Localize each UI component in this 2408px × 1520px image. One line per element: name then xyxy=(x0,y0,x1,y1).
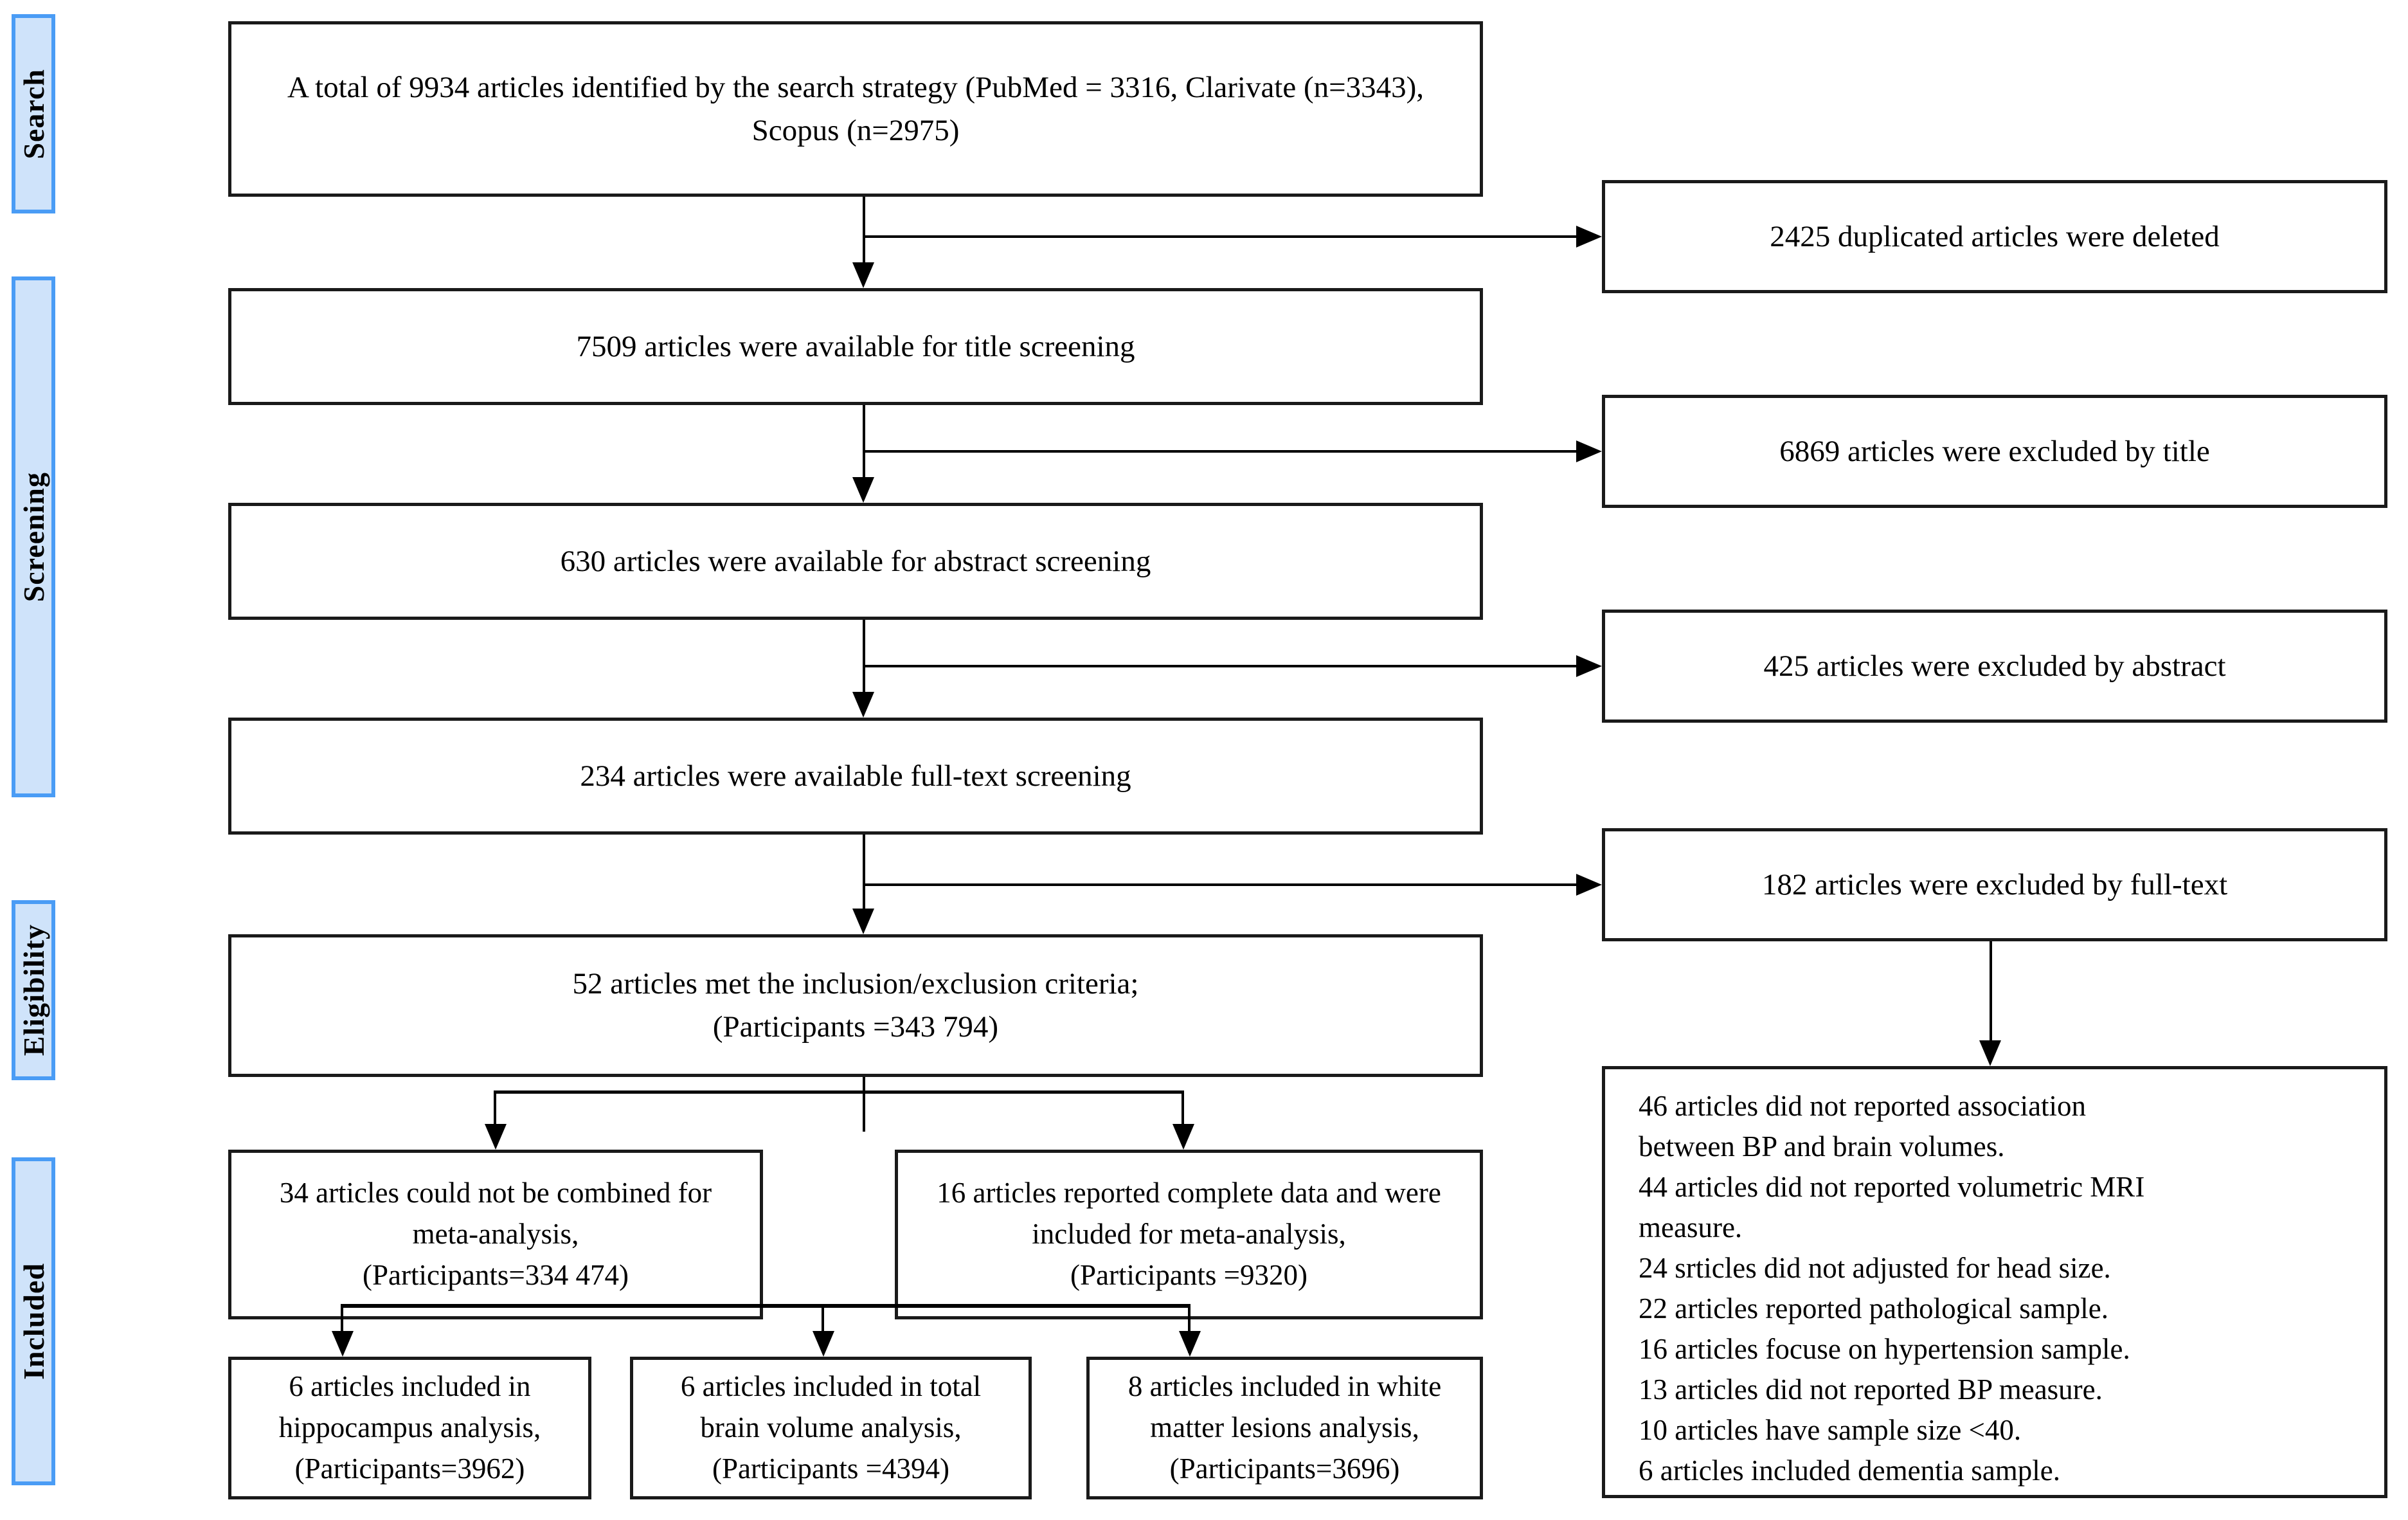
connector-fulltext-to-excluded xyxy=(863,883,1577,886)
node-not-combined-meta: 34 articles could not be combined for me… xyxy=(228,1150,763,1319)
connector-analysis-left-down xyxy=(341,1304,343,1331)
arrow-to-excluded-title-box xyxy=(1576,440,1602,462)
node-title-screening-text: 7509 articles were available for title s… xyxy=(576,329,1135,363)
node-duplicates-deleted-text: 2425 duplicated articles were deleted xyxy=(1770,219,2220,253)
phase-label-screening-text: Screening xyxy=(17,471,50,602)
connector-fulltext-down xyxy=(863,835,865,909)
connector-identified-down xyxy=(863,197,865,262)
node-excluded-by-title-text: 6869 articles were excluded by title xyxy=(1779,434,2210,468)
node-articles-identified: A total of 9934 articles identified by t… xyxy=(228,21,1483,197)
arrow-to-white-matter-lesions-analysis xyxy=(1179,1331,1201,1357)
phase-label-included: Included xyxy=(12,1157,55,1485)
phase-label-search-text: Search xyxy=(17,68,50,159)
node-fulltext-exclusion-reasons-text: 46 articles did not reported association… xyxy=(1639,1090,2145,1487)
arrow-to-duplicates-box xyxy=(1576,226,1602,248)
connector-analysis-mid-down xyxy=(822,1304,824,1331)
node-excluded-by-fulltext-text: 182 articles were excluded by full-text xyxy=(1761,867,2228,901)
connector-split-left-down xyxy=(494,1090,496,1124)
node-excluded-by-fulltext: 182 articles were excluded by full-text xyxy=(1602,828,2387,941)
phase-label-eligibility-text: Eligibility xyxy=(17,924,50,1056)
node-excluded-by-title: 6869 articles were excluded by title xyxy=(1602,395,2387,508)
arrow-identified-to-title xyxy=(852,262,874,288)
connector-criteria-down xyxy=(863,1077,865,1132)
connector-split-right-down xyxy=(1182,1090,1184,1124)
node-met-criteria: 52 articles met the inclusion/exclusion … xyxy=(228,934,1483,1077)
arrow-abstract-to-fulltext xyxy=(852,692,874,718)
arrow-title-to-abstract xyxy=(852,477,874,503)
arrow-to-total-brain-volume-analysis xyxy=(813,1331,834,1357)
node-articles-identified-text: A total of 9934 articles identified by t… xyxy=(287,70,1424,147)
node-included-meta-text: 16 articles reported complete data and w… xyxy=(937,1177,1441,1291)
arrow-to-excluded-abstract-box xyxy=(1576,655,1602,677)
node-fulltext-screening: 234 articles were available full-text sc… xyxy=(228,718,1483,835)
connector-abstract-down xyxy=(863,620,865,692)
arrow-to-excluded-fulltext-box xyxy=(1576,874,1602,896)
arrow-fulltext-to-criteria xyxy=(852,909,874,934)
phase-label-eligibility: Eligibility xyxy=(12,900,55,1080)
node-total-brain-volume-analysis-text: 6 articles included in total brain volum… xyxy=(680,1370,982,1485)
node-included-meta: 16 articles reported complete data and w… xyxy=(895,1150,1483,1319)
node-abstract-screening-text: 630 articles were available for abstract… xyxy=(560,544,1151,578)
connector-criteria-split-bar xyxy=(494,1090,1184,1094)
node-not-combined-meta-text: 34 articles could not be combined for me… xyxy=(279,1177,712,1291)
arrow-to-exclusion-reasons xyxy=(1979,1040,2001,1066)
connector-analysis-right-down xyxy=(1188,1304,1191,1331)
arrow-to-not-combined xyxy=(485,1124,507,1150)
phase-label-screening: Screening xyxy=(12,276,55,797)
arrow-to-hippocampus-analysis xyxy=(332,1331,354,1357)
phase-label-search: Search xyxy=(12,14,55,213)
node-fulltext-screening-text: 234 articles were available full-text sc… xyxy=(580,759,1131,793)
node-abstract-screening: 630 articles were available for abstract… xyxy=(228,503,1483,620)
node-white-matter-lesions-analysis: 8 articles included in white matter lesi… xyxy=(1086,1357,1483,1499)
node-hippocampus-analysis: 6 articles included in hippocampus analy… xyxy=(228,1357,591,1499)
connector-title-down xyxy=(863,405,865,477)
connector-title-to-excluded xyxy=(863,450,1577,453)
phase-label-included-text: Included xyxy=(17,1263,50,1380)
node-title-screening: 7509 articles were available for title s… xyxy=(228,288,1483,405)
node-duplicates-deleted: 2425 duplicated articles were deleted xyxy=(1602,180,2387,293)
connector-analysis-split-bar xyxy=(341,1304,1191,1308)
node-total-brain-volume-analysis: 6 articles included in total brain volum… xyxy=(630,1357,1032,1499)
node-fulltext-exclusion-reasons: 46 articles did not reported association… xyxy=(1602,1066,2387,1498)
node-hippocampus-analysis-text: 6 articles included in hippocampus analy… xyxy=(278,1370,541,1485)
connector-identified-to-duplicates xyxy=(863,235,1577,238)
node-white-matter-lesions-analysis-text: 8 articles included in white matter lesi… xyxy=(1128,1370,1442,1485)
connector-abstract-to-excluded xyxy=(863,665,1577,667)
node-met-criteria-text: 52 articles met the inclusion/exclusion … xyxy=(572,967,1139,1044)
node-excluded-by-abstract: 425 articles were excluded by abstract xyxy=(1602,610,2387,723)
node-excluded-by-abstract-text: 425 articles were excluded by abstract xyxy=(1763,649,2226,683)
arrow-to-included-meta xyxy=(1173,1124,1194,1150)
connector-excluded-fulltext-down xyxy=(1990,941,1992,1040)
